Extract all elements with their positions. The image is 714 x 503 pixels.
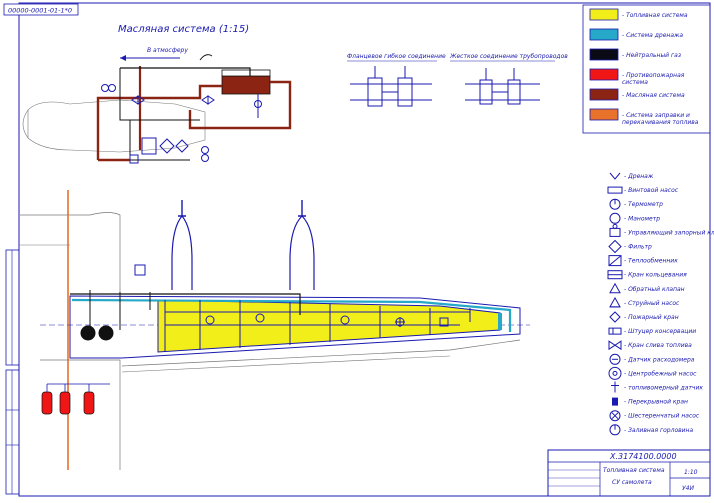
legend-swatch (589, 28, 619, 41)
jet-pump-icon (609, 296, 621, 308)
conservation-fitting-icon (608, 327, 622, 335)
symbol-label: - Заливная горловина (624, 427, 693, 434)
symbol-label: - Винтовой насос (624, 187, 679, 194)
scale-value: 1:10 (684, 469, 698, 476)
rigid-joint-title: Жесткое соединение трубопроводов (449, 53, 568, 60)
color-legend: - Топливная система - Система дренажа - Не… (582, 4, 711, 134)
symbol-label: - Кран кольцевания (624, 272, 687, 279)
legend-label: система (622, 79, 648, 86)
vent-label: В атмосферу (147, 47, 188, 54)
ring-valve-icon (607, 270, 623, 280)
heat-exchanger-icon (608, 255, 622, 267)
symbol-label: - Датчик расходомера (624, 356, 695, 363)
symbol-label: - Шестеренчатый насос (624, 413, 700, 420)
oil-system-title: Масляная система (1:15) (118, 24, 249, 35)
refuel-valve-icon (609, 424, 621, 436)
symbol-label: - Кран слива топлива (624, 342, 692, 349)
manometer-icon (609, 212, 621, 224)
legend-swatch (589, 8, 619, 21)
flange-joint-detail: Фланцевое гибкое соединение (347, 53, 446, 107)
rigid-joint-detail: Жесткое соединение трубопроводов (449, 53, 568, 105)
corner-stamp-text: 00000-0001-01-1*0 (8, 7, 72, 15)
gear-pump-icon (609, 410, 621, 422)
side-stamp-lower (5, 369, 20, 495)
check-valve-icon (609, 282, 621, 294)
legend-swatch (589, 48, 619, 61)
legend-label: - Система дренажа (622, 32, 683, 39)
oil-system-scheme: Масляная система (1:15) В атмосферу (22, 24, 292, 164)
fire-bottles (41, 383, 110, 415)
legend-label: - Топливная система (622, 12, 688, 19)
oil-tank (221, 75, 271, 95)
symbol-label: - Теплообменник (624, 258, 678, 265)
filter-icon (608, 239, 622, 254)
symbol-legend: - Дренаж - Винтовой насос - Термометр - Ман… (607, 172, 714, 436)
symbol-label: - Управляющий запорный клапан (624, 229, 714, 236)
pump-icon (607, 186, 623, 194)
flow-sensor-icon (609, 353, 621, 365)
symbol-label: - топливомерный датчик (624, 385, 703, 392)
fire-cock-icon (609, 311, 621, 323)
wing-fuel-scheme (20, 190, 530, 470)
flange-joint-title: Фланцевое гибкое соединение (347, 53, 446, 60)
symbol-label: - Обратный клапан (624, 286, 685, 293)
legend-swatch (589, 88, 619, 101)
legend-label: - Система заправки и (622, 112, 690, 119)
centrifugal-pump-icon (608, 366, 622, 380)
symbol-label: - Пожарный кран (624, 314, 679, 321)
symbol-label: - Перекрывной кран (624, 399, 688, 406)
level-sensor-icon (611, 381, 619, 393)
doc-code: Х.3174100.0000 (609, 452, 677, 461)
drain-cock-icon (608, 340, 622, 351)
shutoff-cock-icon (612, 397, 618, 406)
valve-icon (609, 223, 621, 237)
legend-swatch (589, 68, 619, 81)
symbol-label: - Фильтр (624, 244, 652, 251)
drain-icon (609, 172, 621, 180)
title-block: Х.3174100.0000 Топливная система СУ само… (547, 449, 711, 497)
drawing-title-line: Топливная система (603, 467, 665, 474)
symbol-label: - Штуцер консервации (624, 328, 696, 335)
legend-swatch (589, 108, 619, 121)
symbol-label: - Термометр (624, 201, 663, 208)
corner-stamp (3, 3, 79, 16)
legend-label: - Противопожарная (622, 72, 685, 79)
sheet-number: У4И (682, 485, 694, 492)
legend-label: - Нейтральный газ (622, 52, 681, 59)
sheet-frame (18, 2, 711, 497)
drawing-title-line2: СУ самолета (612, 479, 652, 486)
legend-label: - Масляная система (622, 92, 685, 99)
thermometer-icon (609, 198, 621, 210)
symbol-label: - Центробежный насос (624, 370, 697, 377)
symbol-label: - Манометр (624, 215, 660, 222)
side-stamp-upper (5, 249, 20, 366)
symbol-label: - Струйный насос (624, 300, 680, 307)
symbol-label: - Дренаж (624, 173, 654, 180)
legend-label: перекачивания топлива (622, 119, 699, 126)
